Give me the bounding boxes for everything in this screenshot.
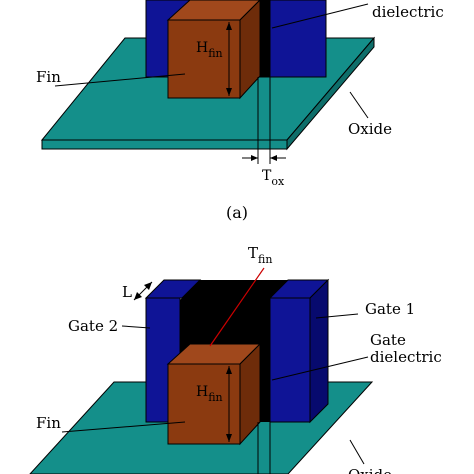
- gate-dielectric-strip: [258, 0, 270, 77]
- gate-dielectric-label-line2: dielectric: [370, 348, 442, 366]
- hfin-arrow-bottom-b: [226, 434, 232, 442]
- gate2-leader: [121, 325, 151, 329]
- tfin-pointer-line: [209, 267, 265, 347]
- fin-label-b: Fin: [36, 414, 61, 432]
- gate-dielectric-label-line1: Gate: [370, 331, 406, 349]
- fin-label: Fin: [36, 68, 61, 86]
- length-arrow-head-top: [144, 282, 152, 290]
- oxide-label-b-partial: Oxide: [348, 466, 392, 474]
- hfin-label-b: Hfin: [196, 384, 223, 404]
- caption-a: (a): [226, 203, 248, 222]
- hfin-label: Hfin: [196, 40, 223, 60]
- fin-front: [167, 19, 241, 99]
- hfin-arrow-bottom: [226, 88, 232, 96]
- fin-leader-b: [61, 421, 186, 433]
- hfin-arrow-top: [226, 22, 232, 30]
- tox-arrow-left-head: [251, 155, 258, 161]
- gate2-label: Gate 2: [68, 317, 118, 335]
- tox-arrow-right-head: [270, 155, 277, 161]
- fin-front-b: [167, 363, 241, 445]
- dielectric-leader-b: [271, 356, 369, 381]
- hfin-arrow-top-b: [226, 366, 232, 374]
- gate1-front: [269, 297, 311, 423]
- fin-leader: [54, 73, 186, 87]
- length-label: L: [122, 283, 132, 301]
- fin-side-b: [239, 342, 261, 446]
- figure-a: Hfin Tox dielectric Fin Oxide (a): [36, 0, 444, 222]
- fin-side: [239, 0, 261, 100]
- oxide-leader-b: [349, 439, 365, 465]
- oxide-leader: [349, 91, 369, 119]
- dielectric-leader: [271, 3, 369, 29]
- gate-block-side: [269, 0, 327, 78]
- oxide-slab-front: [41, 139, 288, 150]
- tox-label: Tox: [262, 168, 285, 188]
- gate1-side: [309, 278, 329, 424]
- gate1-leader: [315, 313, 359, 319]
- figure-b: Hfin Tfin L Gate 1 Gate 2 Gate dielectri…: [29, 244, 442, 474]
- oxide-slab-side: [286, 36, 375, 151]
- length-arrow-head-bottom: [134, 292, 142, 300]
- dielectric-label: dielectric: [372, 3, 444, 21]
- tfin-label: Tfin: [248, 244, 272, 266]
- dielectric-core-top: [180, 280, 294, 300]
- gate1-label: Gate 1: [365, 300, 415, 318]
- oxide-label: Oxide: [348, 120, 392, 138]
- dielectric-strip-b: [258, 300, 270, 422]
